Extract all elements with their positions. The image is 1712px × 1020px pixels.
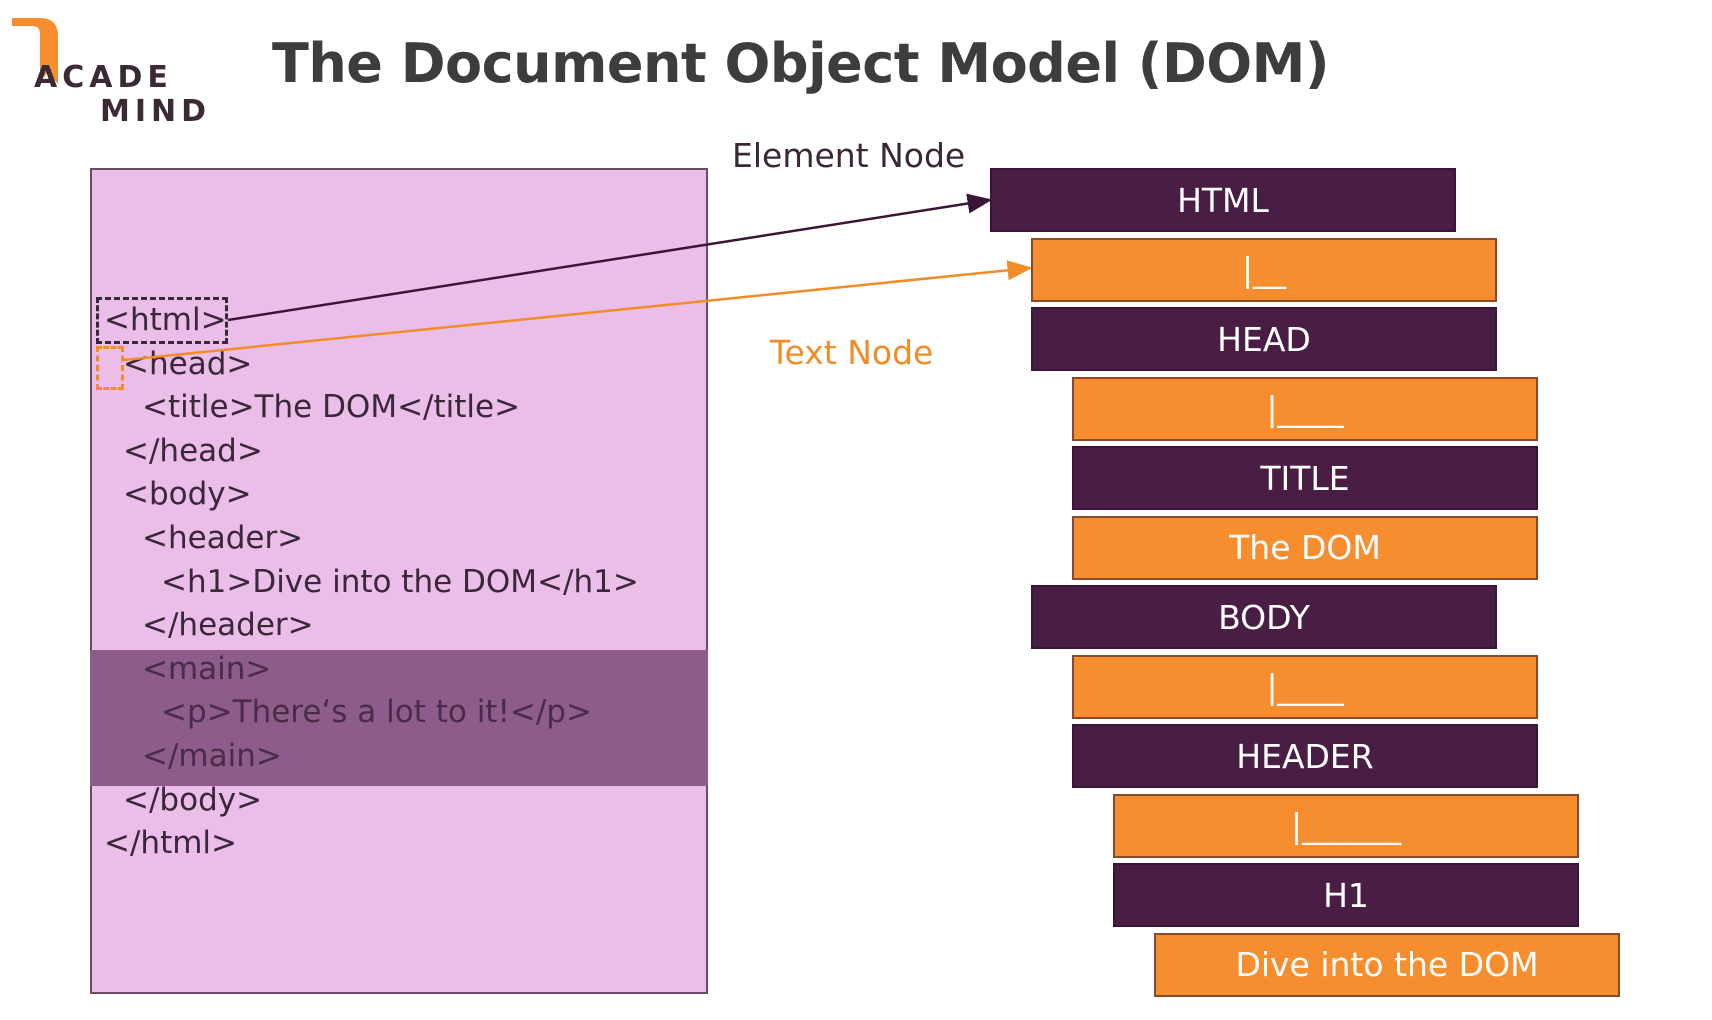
code-line: </main>: [142, 738, 282, 774]
logo-text-line2: MIND: [100, 94, 212, 129]
logo-flag-icon: [12, 18, 58, 84]
element-node-box: HEADER: [1072, 724, 1538, 788]
text-node-box: |____: [1072, 376, 1538, 441]
text-node-box: The DOM: [1072, 515, 1538, 580]
element-node-box: BODY: [1031, 585, 1497, 649]
text-node-box: Dive into the DOM: [1154, 932, 1620, 997]
academind-logo: ACADE MIND: [12, 14, 206, 129]
code-line: <body>: [123, 476, 252, 513]
page-title: The Document Object Model (DOM): [272, 32, 1330, 95]
code-line: <h1>Dive into the DOM</h1>: [161, 563, 639, 600]
text-node-box: |__: [1031, 237, 1497, 302]
element-node-box: TITLE: [1072, 446, 1538, 510]
element-node-box: H1: [1113, 863, 1579, 927]
code-line: <html>: [104, 302, 227, 338]
logo-text-line1: ACADE: [34, 60, 173, 95]
text-node-label: Text Node: [770, 333, 934, 372]
main-section-highlight: [90, 650, 708, 786]
code-line: <main>: [142, 650, 272, 687]
text-node-box: |______: [1113, 793, 1579, 858]
code-line: </head>: [123, 432, 263, 469]
element-node-box: HTML: [990, 168, 1456, 232]
whitespace-text-marker: [96, 346, 124, 390]
element-node-label: Element Node: [732, 136, 966, 175]
code-line: <header>: [142, 520, 304, 556]
code-line: </html>: [104, 825, 238, 862]
text-node-arrow: [123, 260, 1033, 362]
code-line: <p>There‘s a lot to it!</p>: [161, 694, 592, 731]
text-node-box: |____: [1072, 654, 1538, 719]
html-tag-marker: [96, 297, 228, 344]
code-line: </header>: [142, 607, 314, 644]
code-line: <head>: [123, 345, 253, 382]
html-code-panel: [90, 168, 708, 994]
code-line: <title>The DOM</title>: [142, 389, 521, 426]
code-line: </body>: [123, 781, 263, 818]
element-node-arrow: [227, 193, 993, 322]
element-node-box: HEAD: [1031, 307, 1497, 371]
